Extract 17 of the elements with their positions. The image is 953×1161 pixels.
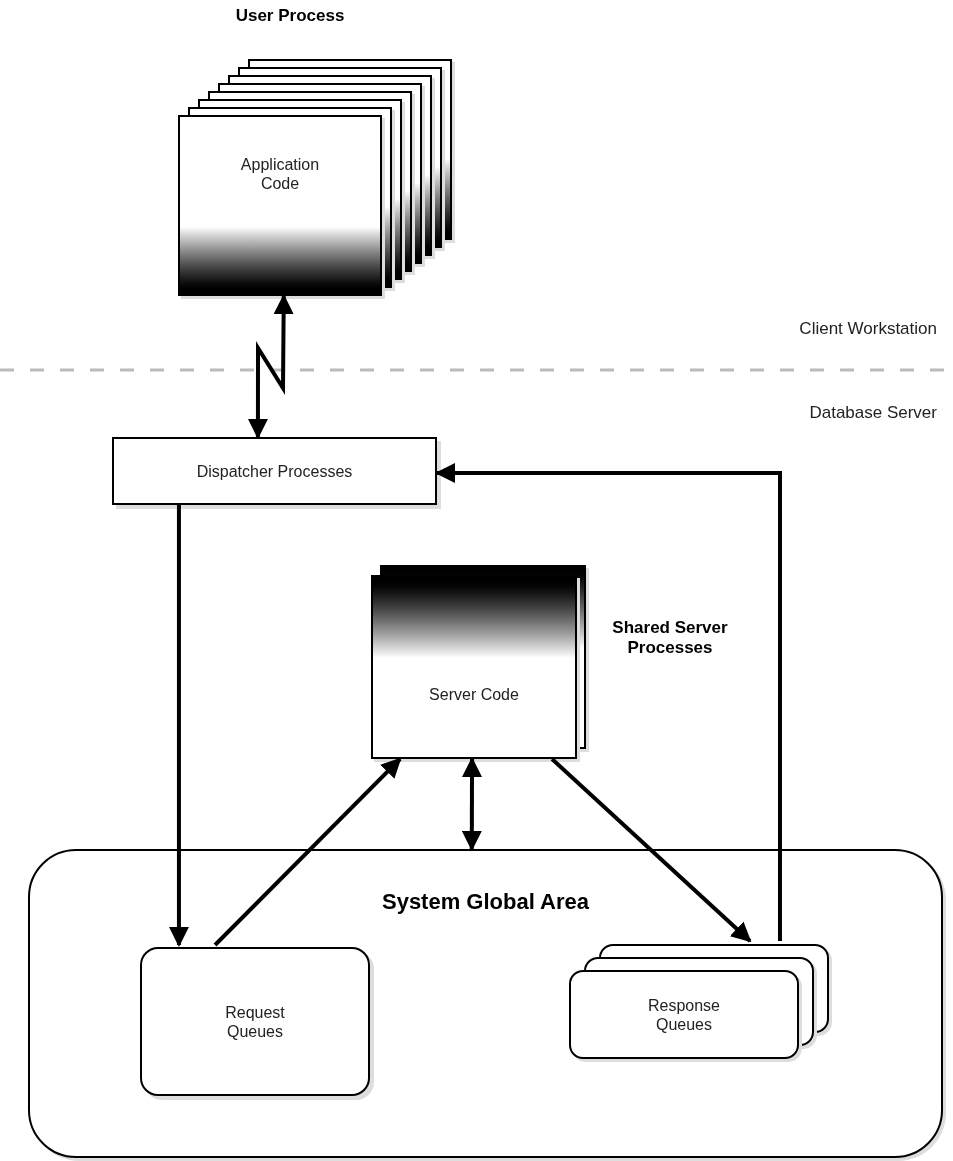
arrow <box>550 757 752 943</box>
arrow <box>213 757 402 947</box>
memory-area <box>28 849 943 1158</box>
area-title: System Global Area <box>380 888 590 916</box>
group-caption: Shared Server Processes <box>611 618 729 658</box>
node-label: Dispatcher Processes <box>196 461 353 481</box>
arrow <box>435 463 782 941</box>
zone-label: Database Server <box>809 402 937 424</box>
node-label: Request Queues <box>224 1002 286 1041</box>
arrow <box>168 505 189 947</box>
zone-label: Client Workstation <box>799 318 937 340</box>
arrow <box>461 757 482 851</box>
node-label: Application Code <box>239 155 321 193</box>
node-label: Server Code <box>428 685 520 704</box>
node-label: Response Queues <box>646 995 721 1034</box>
group-caption: User Process <box>234 6 346 26</box>
arrow <box>247 294 294 439</box>
